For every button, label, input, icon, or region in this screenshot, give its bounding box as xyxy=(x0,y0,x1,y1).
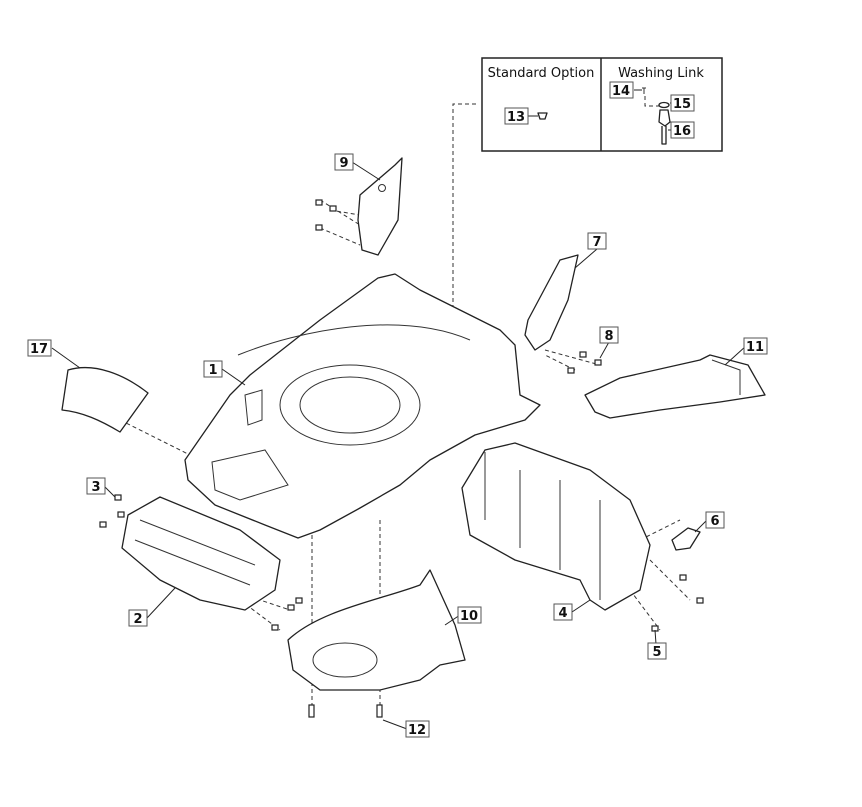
callout-16: 16 xyxy=(670,121,695,139)
callout-1: 1 xyxy=(203,360,223,378)
rear-flap xyxy=(584,354,766,419)
callout-8: 8 xyxy=(599,326,619,344)
callout-3: 3 xyxy=(86,477,106,495)
washing-connector xyxy=(658,109,671,145)
plug-icon xyxy=(537,112,548,120)
mower-deck xyxy=(184,273,541,539)
callout-2: 2 xyxy=(128,609,148,627)
callout-15: 15 xyxy=(670,94,695,112)
callout-5: 5 xyxy=(647,642,667,660)
svg-text:13: 13 xyxy=(507,110,525,125)
callout-7: 7 xyxy=(587,232,607,250)
callout-4: 4 xyxy=(553,603,573,621)
clip-plate xyxy=(671,527,701,551)
svg-text:15: 15 xyxy=(673,97,691,112)
screw-icon xyxy=(642,87,646,94)
svg-text:16: 16 xyxy=(673,124,691,139)
svg-text:7: 7 xyxy=(592,235,601,250)
blade-housing xyxy=(287,569,466,691)
svg-text:10: 10 xyxy=(460,609,478,624)
svg-text:1: 1 xyxy=(208,363,217,378)
svg-text:11: 11 xyxy=(746,340,764,355)
callout-9: 9 xyxy=(334,153,354,171)
svg-text:17: 17 xyxy=(30,342,48,357)
callout-14: 14 xyxy=(609,81,634,99)
callout-11: 11 xyxy=(743,337,768,355)
grass-chute xyxy=(461,442,651,611)
svg-text:6: 6 xyxy=(710,514,719,529)
svg-text:8: 8 xyxy=(604,329,613,344)
svg-text:9: 9 xyxy=(339,156,348,171)
svg-text:4: 4 xyxy=(558,606,567,621)
handle-bracket-left xyxy=(357,157,403,256)
callout-17: 17 xyxy=(27,339,52,357)
deck-cover xyxy=(61,366,149,433)
svg-text:12: 12 xyxy=(408,723,426,738)
callout-10: 10 xyxy=(457,606,482,624)
callout-12: 12 xyxy=(405,720,430,738)
callout-6: 6 xyxy=(705,511,725,529)
screws xyxy=(99,199,704,718)
svg-text:5: 5 xyxy=(652,645,661,660)
washing-cap xyxy=(658,101,670,109)
callout-13: 13 xyxy=(504,107,529,125)
handle-bracket-right xyxy=(524,254,579,351)
washing-link-heading: Washing Link xyxy=(618,66,704,81)
svg-text:3: 3 xyxy=(91,480,100,495)
svg-text:2: 2 xyxy=(133,612,142,627)
svg-text:14: 14 xyxy=(612,84,630,99)
standard-option-heading: Standard Option xyxy=(488,66,595,81)
